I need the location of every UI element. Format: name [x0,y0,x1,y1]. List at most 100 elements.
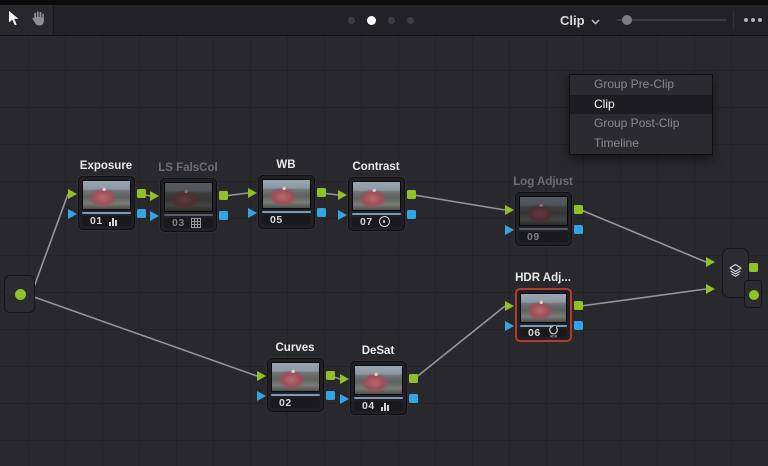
zoom-slider-track[interactable] [617,19,727,21]
key-input-port[interactable] [150,211,159,221]
node-box[interactable]: 04 [350,361,407,415]
node-box[interactable]: 06 HDR [515,288,572,342]
node-box[interactable]: 09 [515,192,572,246]
cache-indicator [82,212,131,214]
graph-node-02[interactable]: Curves 02 [257,342,335,412]
rgb-input-port[interactable] [150,191,159,201]
node-number: 02 [279,397,292,409]
output-node[interactable] [744,280,762,308]
toolbar-divider [733,10,734,30]
node-number-strip: 05 [262,214,311,226]
cache-indicator [354,397,403,399]
rgb-input-port[interactable] [68,189,77,199]
rgb-output-port[interactable] [574,205,583,214]
graph-node-04[interactable]: DeSat 04 [340,345,418,415]
key-output-port[interactable] [574,321,583,330]
mode-dropdown-label: Clip [560,12,585,28]
rgb-output-port[interactable] [326,371,335,380]
graph-node-09[interactable]: Log Adjust 09 [505,176,583,246]
target-icon [378,216,390,227]
menu-item-group-post-clip[interactable]: Group Post-Clip [594,116,680,131]
page-dot-3[interactable] [407,16,414,24]
key-output-port[interactable] [219,211,228,220]
pan-tool-button[interactable] [26,5,50,35]
cache-indicator [262,211,311,213]
key-output-port[interactable] [409,394,418,403]
page-dot-2[interactable] [388,16,395,24]
node-label: Exposure [79,160,133,172]
node-box[interactable]: 05 [258,175,315,229]
page-dot-0[interactable] [348,16,355,24]
graph-node-05[interactable]: WB 05 [248,159,326,229]
source-output-dot[interactable] [15,289,26,300]
menu-item-group-pre-clip[interactable]: Group Pre-Clip [594,77,675,91]
rgb-output-port[interactable] [317,188,326,197]
key-input-port[interactable] [505,225,514,235]
rgb-output-port[interactable] [407,190,416,199]
rgb-output-port[interactable] [137,189,146,198]
node-box[interactable]: 07 [348,177,405,231]
graph-node-01[interactable]: Exposure 01 [68,160,146,230]
node-label: DeSat [361,345,395,357]
page-indicator-dots[interactable] [348,5,414,35]
mixer-input-port-2[interactable] [706,284,715,294]
page-dot-1[interactable] [367,15,376,25]
wire-source-to-01[interactable] [33,193,69,288]
key-input-port[interactable] [338,210,347,220]
zoom-slider-knob[interactable] [622,15,632,25]
key-input-port[interactable] [257,391,266,401]
node-thumbnail [519,196,568,226]
wire-03-to-05[interactable] [223,192,249,197]
options-menu-button[interactable] [740,5,766,35]
node-box[interactable]: 01 [78,176,135,230]
rgb-input-port[interactable] [338,190,347,200]
node-number-strip: 09 [519,231,568,243]
key-input-port[interactable] [248,208,257,218]
key-output-port[interactable] [317,208,326,217]
mixer-input-port-1[interactable] [706,257,715,267]
source-node[interactable] [4,275,35,313]
toolbar: Clip [0,0,768,36]
node-label: WB [276,159,296,171]
key-output-port[interactable] [407,210,416,219]
cache-indicator [519,228,568,230]
hdr-icon: HDR [547,325,560,338]
mode-dropdown[interactable]: Clip [560,5,600,35]
wire-source-to-02[interactable] [33,296,258,377]
rgb-input-port[interactable] [505,205,514,215]
cache-indicator [352,213,401,215]
rgb-input-port[interactable] [257,371,266,381]
pointer-tool-button[interactable] [2,5,26,35]
node-number-strip: 07 [352,216,401,228]
graph-node-03[interactable]: LS FalsCol 03 [150,162,228,232]
wire-07-to-09[interactable] [413,194,506,211]
rgb-input-port[interactable] [340,374,349,384]
graph-node-07[interactable]: Contrast 07 [338,161,416,231]
key-input-port[interactable] [68,209,77,219]
node-number-strip: 04 [354,400,403,412]
wire-04-to-06[interactable] [413,305,506,380]
tool-segment [0,5,54,35]
key-output-port[interactable] [326,391,335,400]
graph-node-06[interactable]: HDR Adj... 06 HDR [505,272,583,342]
key-input-port[interactable] [505,321,514,331]
node-thumbnail [271,362,320,392]
output-input-dot[interactable] [749,290,759,300]
key-output-port[interactable] [137,209,146,218]
rgb-output-port[interactable] [219,191,228,200]
key-output-port[interactable] [574,225,583,234]
wire-06-to-mixer[interactable] [580,288,707,307]
key-input-port[interactable] [340,394,349,404]
rgb-input-port[interactable] [248,188,257,198]
menu-item-timeline[interactable]: Timeline [594,136,639,151]
wire-09-to-mixer[interactable] [580,209,707,263]
node-box[interactable]: 02 [267,358,324,412]
mixer-output-port[interactable] [749,263,758,272]
menu-item-clip[interactable]: Clip [570,94,712,115]
node-number-strip: 06 HDR [520,325,567,339]
node-box[interactable]: 03 [160,178,217,232]
node-graph-canvas[interactable]: Exposure 01 LS FalsCol 03 WB [0,36,768,466]
rgb-input-port[interactable] [505,301,514,311]
rgb-output-port[interactable] [409,374,418,383]
rgb-output-port[interactable] [574,301,583,310]
